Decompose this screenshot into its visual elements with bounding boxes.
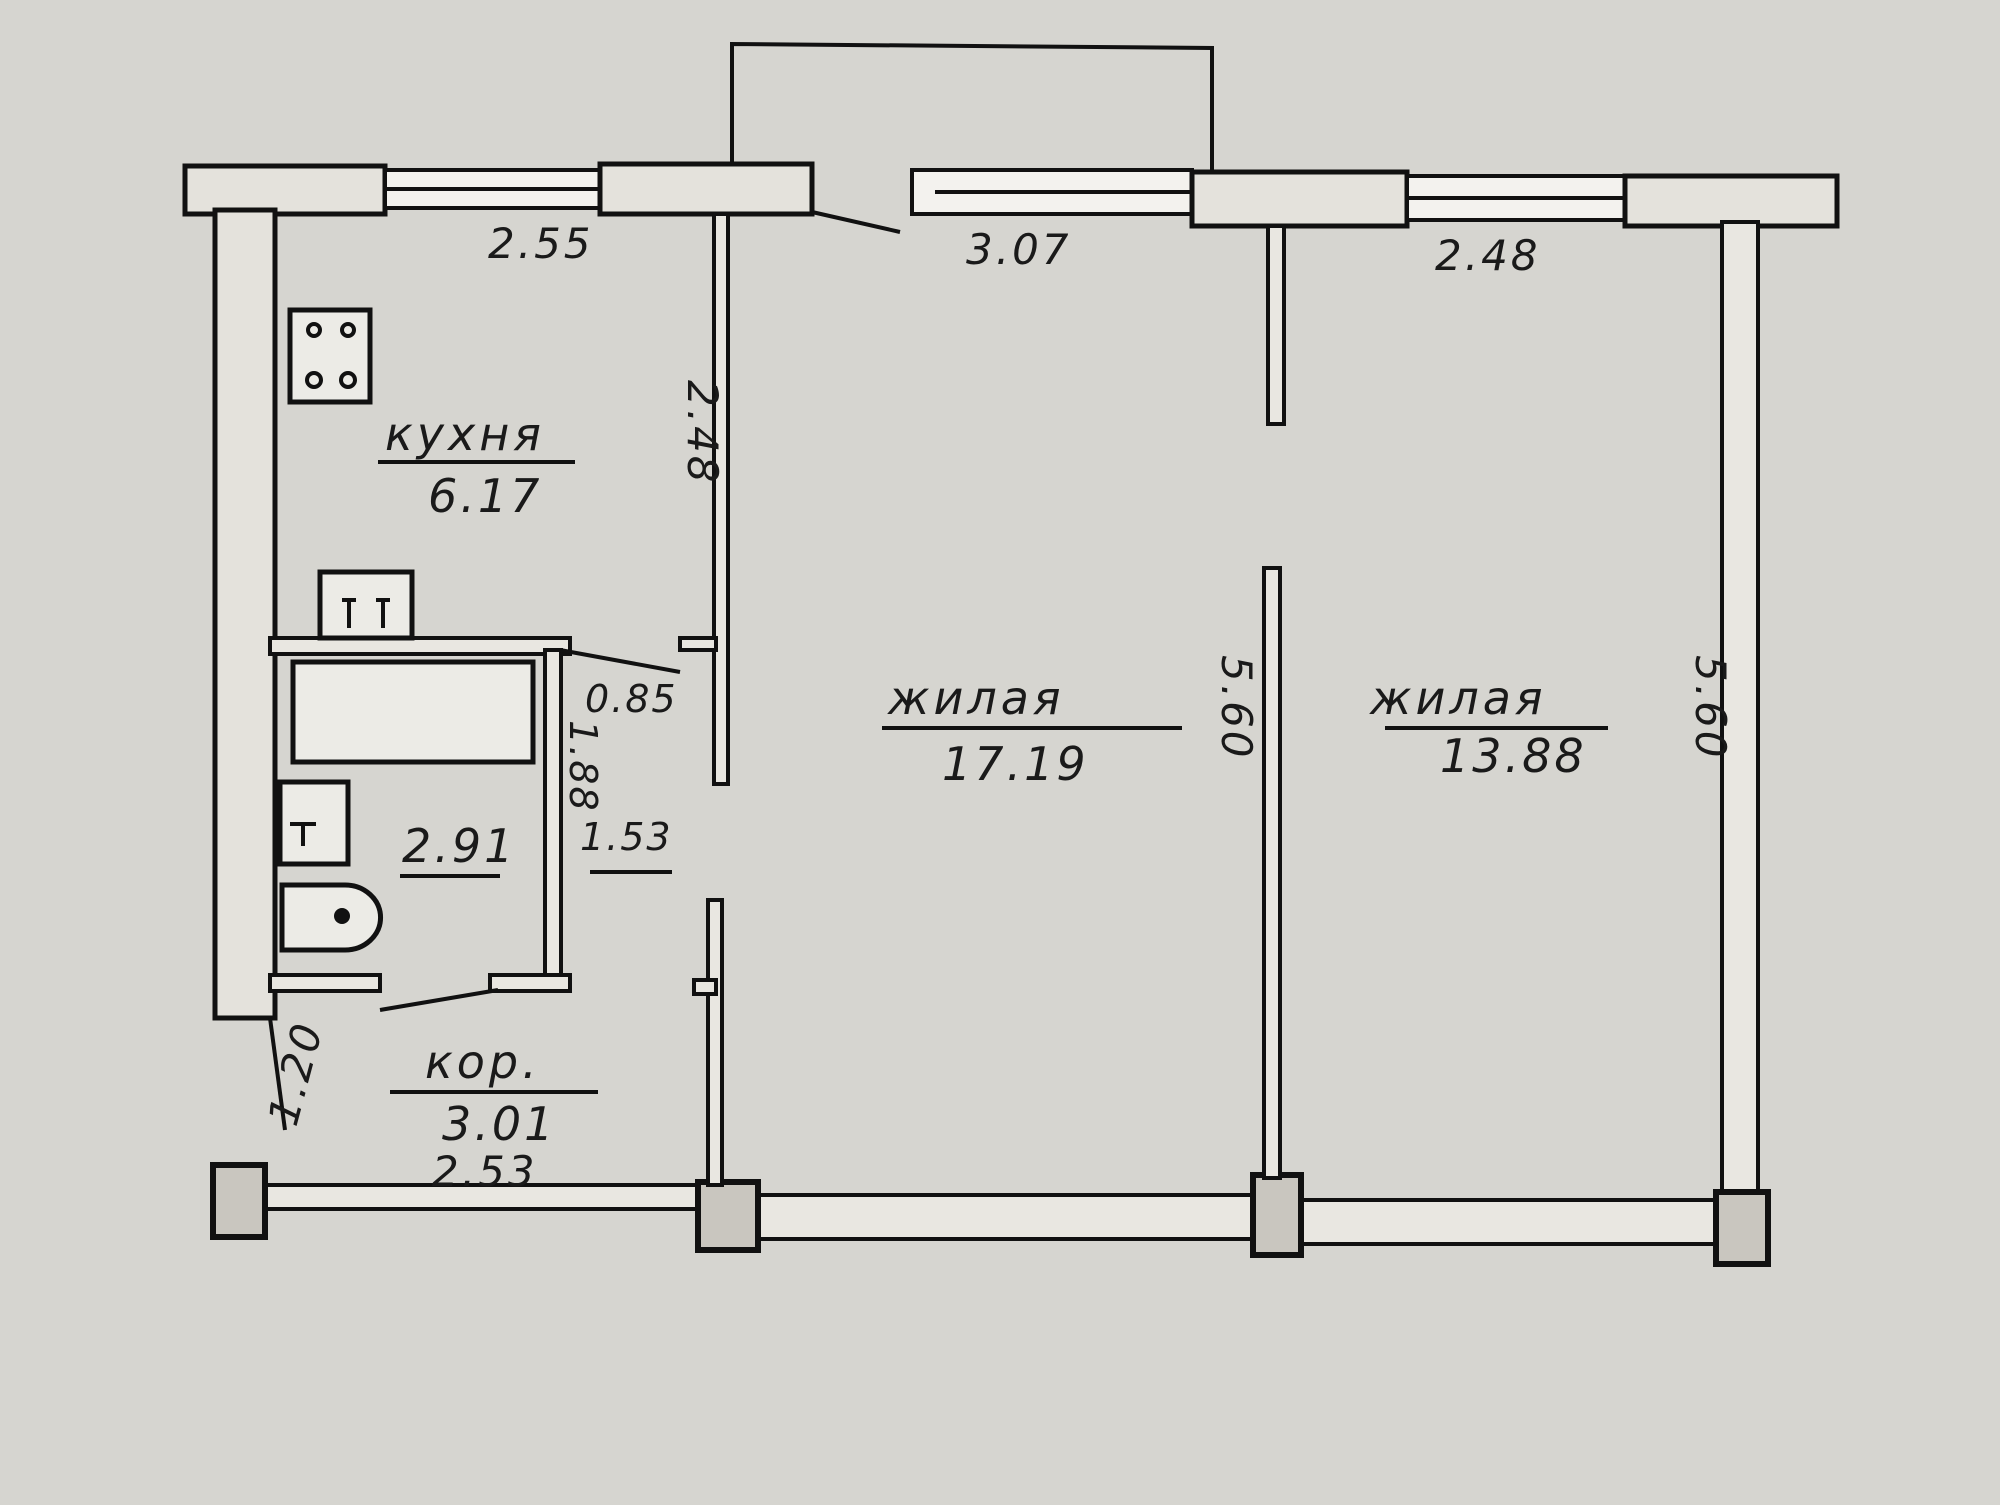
kitchen-area: 6.17	[428, 469, 542, 523]
column	[210, 1162, 268, 1240]
bathroom	[268, 636, 681, 1012]
balcony-door-swing	[811, 210, 901, 234]
bath-depth-dim: 1.88	[561, 720, 605, 813]
bath-width-dim: 1.53	[580, 815, 673, 859]
kitchen-sink	[317, 569, 415, 641]
kitchen-name: кухня	[385, 407, 545, 461]
column	[1713, 1189, 1771, 1267]
left-exterior-wall	[212, 207, 278, 1021]
corridor-depth-dim: 1.20	[258, 1016, 333, 1131]
living1-depth-dim: 5.60	[1212, 655, 1261, 761]
living2-area: 13.88	[1440, 729, 1587, 783]
kitchen-partition	[678, 212, 730, 1187]
bathtub	[290, 659, 536, 765]
column	[1250, 1172, 1304, 1258]
living1-name: жилая	[887, 671, 1065, 725]
kitchen-width-dim: 2.55	[488, 219, 594, 268]
bathroom-door-swing	[379, 988, 499, 1012]
corridor-width-dim: 2.53	[432, 1147, 538, 1196]
toilet	[279, 882, 383, 953]
bathroom-area: 2.91	[402, 819, 516, 873]
stove	[287, 307, 373, 405]
top-exterior-wall	[182, 161, 1840, 234]
column	[695, 1179, 761, 1253]
living2-depth-dim: 5.60	[1686, 655, 1735, 761]
corridor-name: кор.	[425, 1035, 541, 1089]
balcony	[730, 41, 1214, 172]
kitchen-fixtures	[287, 307, 415, 641]
kitchen-depth-dim: 2.48	[678, 380, 727, 486]
living-partition	[1262, 224, 1286, 1180]
living2-width-dim: 2.48	[1435, 231, 1541, 280]
living1-width-dim: 3.07	[966, 225, 1072, 274]
living2-name: жилая	[1369, 671, 1547, 725]
living1-area: 17.19	[942, 737, 1089, 791]
entry-door-swing	[268, 1017, 287, 1131]
kitchen-door-swing	[559, 648, 681, 674]
corridor-area: 3.01	[442, 1097, 556, 1151]
bath-door-dim: 0.85	[585, 677, 678, 721]
